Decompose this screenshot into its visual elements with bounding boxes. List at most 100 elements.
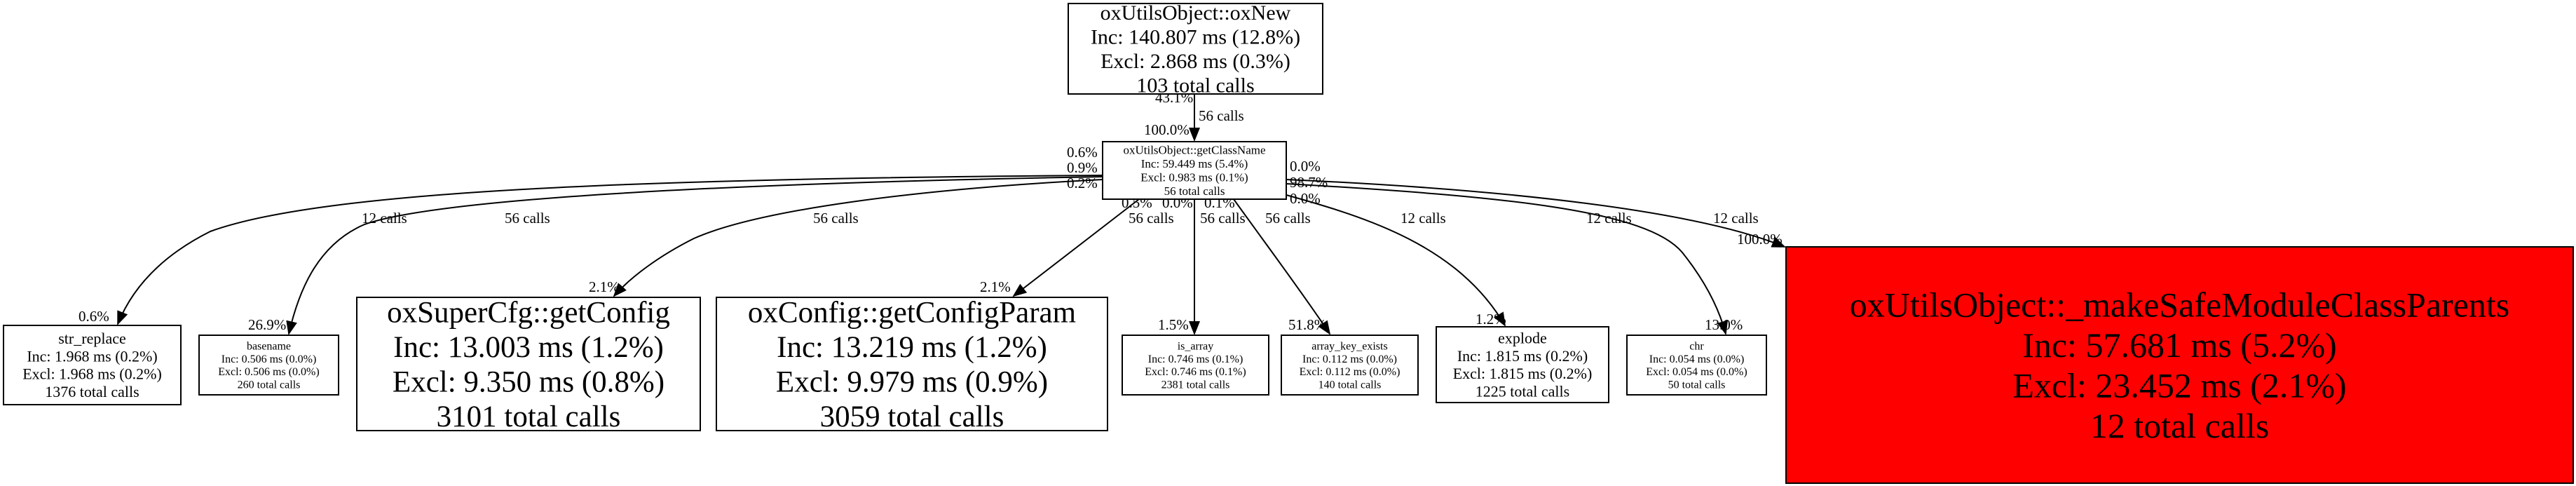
edge-line: [613, 179, 1103, 297]
node-inclusive: Inc: 13.003 ms (1.2%): [393, 331, 664, 364]
edge-calls-label: 56 calls: [813, 210, 859, 227]
node-exclusive: Excl: 0.112 ms (0.0%): [1300, 366, 1401, 378]
node-exclusive: Excl: 9.979 ms (0.9%): [776, 366, 1048, 399]
edge-tail-percent: 0.9%: [1067, 159, 1098, 176]
node-box: [1122, 335, 1269, 396]
edge-head-percent: 100.0%: [1737, 231, 1783, 248]
node-total-calls: 1225 total calls: [1476, 383, 1569, 400]
node-inclusive: Inc: 140.807 ms (12.8%): [1091, 26, 1300, 49]
edge-line: [286, 176, 1103, 335]
node-inclusive: Inc: 1.815 ms (0.2%): [1457, 347, 1588, 365]
edge-getClassName-to-chr: 12 calls 0.0% 13.0%: [1286, 158, 1743, 335]
node-box: [1102, 141, 1287, 200]
node-exclusive: Excl: 0.746 ms (0.1%): [1145, 366, 1246, 378]
node-box: [198, 335, 339, 396]
edge-head-percent: 26.9%: [248, 316, 286, 333]
node-inclusive: Inc: 59.449 ms (5.4%): [1141, 157, 1248, 170]
node-exclusive: Excl: 9.350 ms (0.8%): [393, 366, 665, 399]
edge-calls-label: 56 calls: [1129, 210, 1174, 227]
edge-head-percent: 1.2%: [1476, 311, 1506, 328]
node-total-calls: 56 total calls: [1164, 184, 1225, 198]
edge-line: [1286, 183, 1729, 335]
edge-getClassName-to-explode: 12 calls 0.0% 1.2%: [1286, 190, 1506, 328]
edge-line: [1286, 179, 1786, 248]
edge-tail-percent: 0.0%: [1290, 190, 1321, 207]
edge-calls-label: 12 calls: [1401, 210, 1446, 227]
node-box: [356, 297, 701, 431]
node-box: [3, 325, 182, 405]
node-name: is_array: [1178, 340, 1214, 352]
node-name: basename: [247, 340, 291, 352]
node-exclusive: Excl: 2.868 ms (0.3%): [1100, 50, 1290, 73]
node-exclusive: Excl: 0.983 ms (0.1%): [1140, 171, 1248, 184]
edge-line: [1286, 194, 1506, 327]
node-inclusive: Inc: 0.054 ms (0.0%): [1649, 353, 1745, 365]
node-makeSafe[interactable]: oxUtilsObject::_makeSafeModuleClassParen…: [1785, 246, 2574, 484]
node-name: str_replace: [58, 330, 126, 347]
edge-line: [117, 175, 1103, 325]
node-box: [1626, 335, 1767, 396]
node-total-calls: 140 total calls: [1318, 379, 1382, 391]
node-name: array_key_exists: [1311, 340, 1387, 352]
node-name: chr: [1689, 340, 1704, 352]
node-inclusive: Inc: 0.506 ms (0.0%): [222, 353, 317, 365]
node-total-calls: 3059 total calls: [820, 400, 1004, 433]
edge-line: [1012, 198, 1140, 297]
edge-calls-label: 56 calls: [505, 210, 550, 227]
node-name: oxUtilsObject::_makeSafeModuleClassParen…: [1850, 285, 2510, 325]
edge-tail-percent: 0.6%: [1067, 144, 1098, 161]
node-box: [1436, 326, 1609, 403]
node-exclusive: Excl: 1.815 ms (0.2%): [1453, 365, 1593, 382]
node-total-calls: 260 total calls: [238, 379, 301, 391]
node-total-calls: 3101 total calls: [437, 400, 621, 433]
edge-calls-label: 12 calls: [1586, 210, 1632, 227]
node-inclusive: Inc: 57.681 ms (5.2%): [2022, 325, 2337, 365]
node-name: oxSuperCfg::getConfig: [387, 297, 670, 330]
node-box: [1281, 335, 1419, 396]
node-total-calls: 103 total calls: [1136, 74, 1254, 97]
node-total-calls: 12 total calls: [2090, 406, 2270, 445]
node-exclusive: Excl: 0.054 ms (0.0%): [1646, 366, 1747, 378]
node-name: explode: [1498, 330, 1547, 347]
edge-line: [1233, 198, 1331, 335]
edge-head-percent: 51.8%: [1288, 316, 1326, 333]
edge-tail-percent: 0.0%: [1290, 158, 1321, 175]
edge-head-percent: 2.1%: [980, 278, 1011, 295]
edge-getClassName-to-getConfig: 56 calls 0.2% 2.1%: [589, 175, 1103, 297]
node-box: [716, 297, 1108, 431]
node-exclusive: Excl: 0.506 ms (0.0%): [218, 366, 319, 378]
node-box: [1068, 3, 1323, 95]
edge-tail-percent: 0.2%: [1067, 175, 1098, 191]
edge-calls-label: 56 calls: [1265, 210, 1311, 227]
edge-head-percent: 1.5%: [1158, 316, 1189, 333]
edge-head-percent: 13.0%: [1705, 316, 1743, 333]
node-exclusive: Excl: 23.452 ms (2.1%): [2012, 366, 2346, 405]
edge-calls-label: 56 calls: [1199, 107, 1244, 124]
node-box: [1785, 246, 2574, 484]
node-inclusive: Inc: 13.219 ms (1.2%): [777, 331, 1047, 364]
node-inclusive: Inc: 1.968 ms (0.2%): [27, 347, 157, 365]
edge-head-percent: 100.0%: [1144, 121, 1190, 138]
node-inclusive: Inc: 0.746 ms (0.1%): [1148, 353, 1243, 365]
node-inclusive: Inc: 0.112 ms (0.0%): [1302, 353, 1397, 365]
node-name: oxUtilsObject::oxNew: [1100, 1, 1291, 25]
node-exclusive: Excl: 1.968 ms (0.2%): [22, 365, 162, 383]
edge-calls-label: 12 calls: [1713, 210, 1759, 227]
edge-getClassName-to-basename: 56 calls 0.9% 26.9%: [248, 159, 1103, 335]
